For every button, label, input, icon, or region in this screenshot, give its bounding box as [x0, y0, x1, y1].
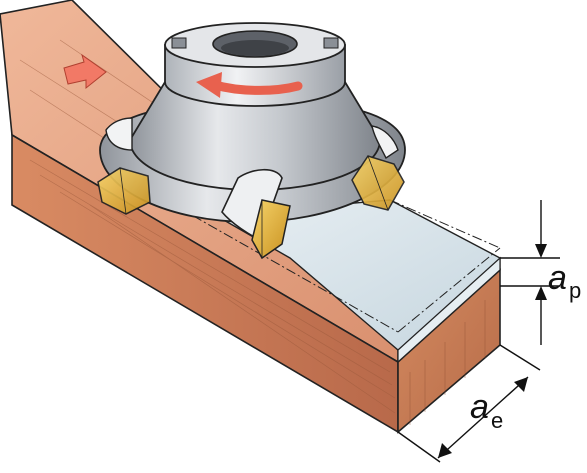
cutting-insert-right	[351, 155, 405, 211]
ap-label: a	[548, 259, 567, 297]
cutting-insert-front	[251, 199, 291, 260]
ap-dimension	[500, 200, 560, 345]
workpiece	[0, 0, 501, 434]
ae-dimension	[397, 344, 541, 463]
ae-subscript: e	[491, 408, 503, 433]
ae-label: a	[470, 388, 489, 426]
milling-cutter	[97, 22, 406, 260]
ap-subscript: p	[569, 278, 581, 303]
step-wall	[397, 256, 501, 364]
reference-lines	[129, 179, 501, 333]
feed-direction-arrow-icon	[63, 53, 107, 90]
cutting-insert-left	[97, 167, 151, 215]
rotation-direction-arrow-icon	[196, 72, 303, 98]
